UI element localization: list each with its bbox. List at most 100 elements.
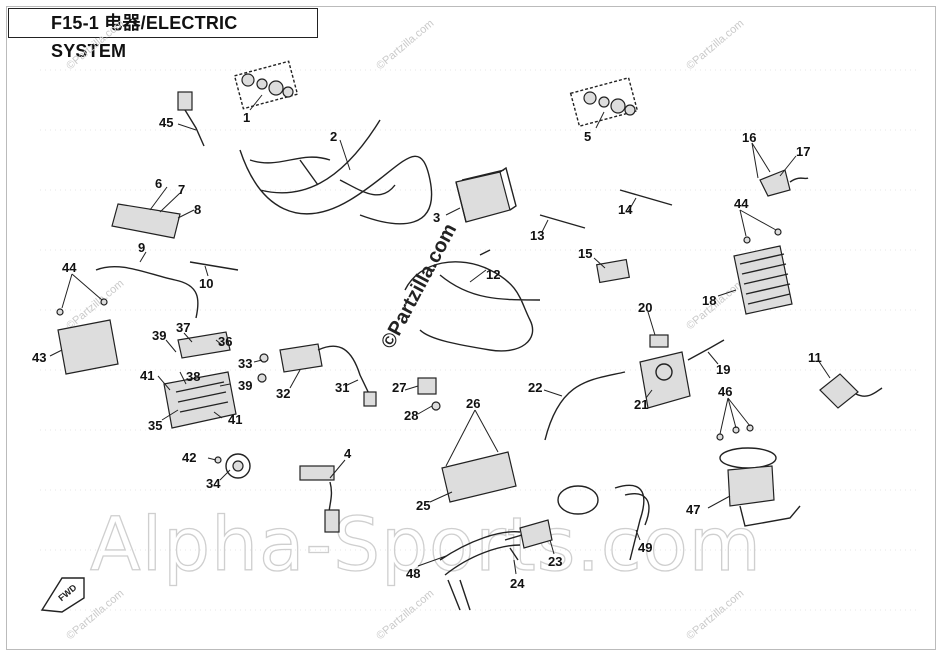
- part-46-screw: [746, 424, 754, 432]
- callout-22: 22: [528, 380, 542, 395]
- diagram-title: F15-1 电器/ELECTRIC SYSTEM: [8, 8, 318, 61]
- callout-38: 38: [186, 369, 200, 384]
- callout-5: 5: [584, 129, 591, 144]
- callout-9: 9: [138, 240, 145, 255]
- callout-42: 42: [182, 450, 196, 465]
- watermark-small: ©Partzilla.com: [684, 587, 746, 642]
- part-44-screw: [743, 236, 751, 244]
- callout-46: 46: [718, 384, 732, 399]
- part-10-rod: [189, 261, 239, 271]
- callout-41b: 41: [228, 412, 242, 427]
- part-24-fitting: [504, 534, 523, 561]
- callout-19: 19: [716, 362, 730, 377]
- callout-23: 23: [548, 554, 562, 569]
- callout-7: 7: [178, 182, 185, 197]
- callout-49: 49: [638, 540, 652, 555]
- part-45-sensor: [177, 91, 205, 147]
- part-15-relay: [595, 258, 631, 284]
- callout-31: 31: [335, 380, 349, 395]
- callout-26: 26: [466, 396, 480, 411]
- callout-2: 2: [330, 129, 337, 144]
- part-19-hose: [687, 339, 725, 361]
- callout-1: 1: [243, 110, 250, 125]
- callout-27: 27: [392, 380, 406, 395]
- callout-39b: 39: [238, 378, 252, 393]
- leader-lines: [49, 94, 831, 575]
- callout-15: 15: [578, 246, 592, 261]
- callout-24: 24: [510, 576, 525, 591]
- part-36-fuse-cover: [177, 331, 231, 359]
- callout-17: 17: [796, 144, 810, 159]
- callout-21: 21: [634, 397, 648, 412]
- watermark-small: ©Partzilla.com: [374, 587, 436, 642]
- part-28-clip: [431, 401, 441, 411]
- part-44-screw: [774, 228, 782, 236]
- part-43-control-unit: [57, 319, 119, 375]
- part-18-regulator: [733, 245, 793, 315]
- alpha-sports-watermark: Alpha-Sports.com: [90, 502, 762, 588]
- part-9-wire: [95, 266, 199, 319]
- callout-47: 47: [686, 502, 700, 517]
- part-27-relay: [417, 377, 437, 395]
- part-14-cable: [619, 189, 673, 206]
- watermark-small: ©Partzilla.com: [684, 17, 746, 72]
- part-44-screw: [56, 308, 64, 316]
- callout-45: 45: [159, 115, 173, 130]
- part-49-hose: [614, 484, 650, 561]
- part-17-sensor: [759, 169, 791, 197]
- part-23-clamp: [557, 485, 599, 515]
- part-48-hose: [439, 531, 521, 611]
- part-4-socket: [299, 465, 340, 533]
- callout-8: 8: [194, 202, 201, 217]
- callout-35: 35: [148, 418, 162, 433]
- part-25-ecu: [441, 451, 517, 503]
- callout-48: 48: [406, 566, 420, 581]
- part-2-main-harness: [239, 119, 433, 225]
- callout-43: 43: [32, 350, 46, 365]
- callout-33: 33: [238, 356, 252, 371]
- fwd-direction-badge: FWD: [40, 577, 85, 613]
- callout-10: 10: [199, 276, 213, 291]
- part-6-8-switch: [111, 203, 181, 239]
- callout-39a: 39: [152, 328, 166, 343]
- part-3-battery: [455, 166, 517, 223]
- callout-16: 16: [742, 130, 756, 145]
- callout-labels: 1 2 3 4 5 6 7 8 9 10 11 12 13 14 15 16 1…: [32, 110, 822, 591]
- watermark-small: ©Partzilla.com: [64, 17, 126, 72]
- callout-36: 36: [218, 334, 232, 349]
- part-46-screw: [716, 433, 724, 441]
- watermark-center: ©Partzilla.com: [377, 220, 461, 352]
- callout-44b: 44: [734, 196, 749, 211]
- part-11-sensor: [819, 373, 859, 409]
- part-39-bolt: [257, 373, 267, 383]
- callout-3: 3: [433, 210, 440, 225]
- part-5-switch-kit: [569, 76, 639, 128]
- part-23-fuel-pump: [519, 519, 553, 549]
- callout-25: 25: [416, 498, 430, 513]
- part-44-screw: [100, 298, 108, 306]
- part-32-coil: [279, 343, 323, 373]
- part-35-fuse-block: [163, 371, 237, 429]
- callout-32: 32: [276, 386, 290, 401]
- part-1-ignition-kit: [233, 60, 299, 110]
- callout-12: 12: [486, 267, 500, 282]
- part-22-wire: [544, 371, 626, 441]
- part-12-sub-harness: [404, 249, 541, 352]
- part-drawings: FWD: [40, 60, 883, 613]
- callout-37: 37: [176, 320, 190, 335]
- callout-4: 4: [344, 446, 352, 461]
- callout-44a: 44: [62, 260, 77, 275]
- callout-11: 11: [808, 350, 822, 365]
- part-47-pump-assembly: [719, 447, 801, 527]
- part-33-bolt: [259, 353, 269, 363]
- callout-28: 28: [404, 408, 418, 423]
- watermark-small: ©Partzilla.com: [374, 17, 436, 72]
- callout-13: 13: [530, 228, 544, 243]
- callout-34: 34: [206, 476, 221, 491]
- callout-41a: 41: [140, 368, 154, 383]
- part-13-cable: [539, 214, 586, 229]
- part-20-fuse: [649, 334, 669, 348]
- callout-18: 18: [702, 293, 716, 308]
